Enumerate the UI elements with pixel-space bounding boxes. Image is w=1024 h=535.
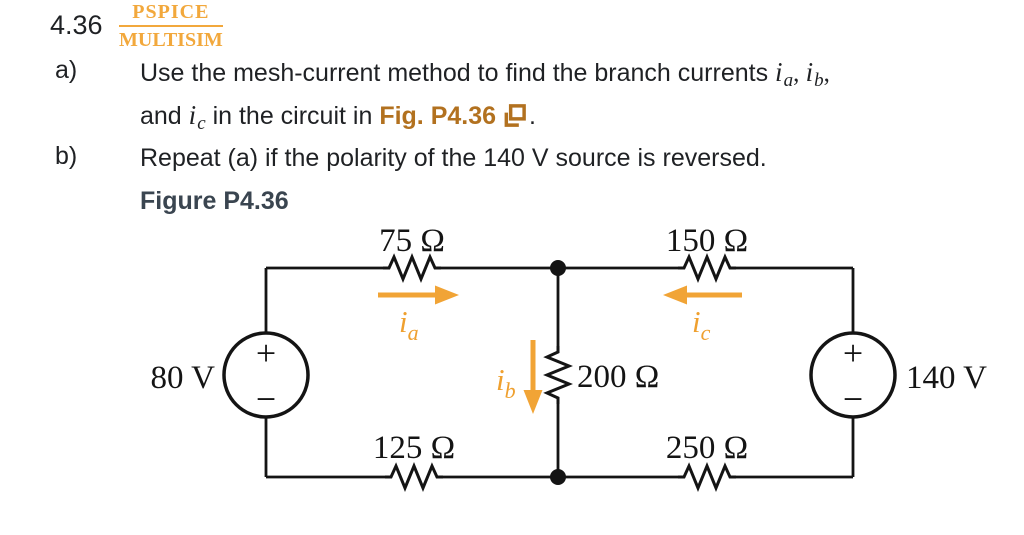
resistor-75-symbol: [383, 253, 441, 283]
resistor-150-symbol: [678, 253, 736, 283]
separator-comma: ,: [793, 60, 806, 87]
line1-end-comma: ,: [823, 60, 830, 87]
pspice-label: PSPICE: [119, 1, 223, 27]
multisim-label: MULTISIM: [119, 29, 223, 51]
part-a-text3: in the circuit in: [205, 102, 380, 130]
resistor-200-symbol: [543, 346, 573, 404]
resistor-125-symbol: [385, 462, 443, 492]
current-ic-arrowhead: [663, 285, 687, 305]
source-140v-circle: [809, 331, 897, 419]
current-ib-label: ib: [496, 362, 516, 403]
part-a-line1: Use the mesh-current method to find the …: [140, 56, 1020, 99]
current-ic-symbol: i: [188, 100, 197, 130]
current-ia-label: ia: [399, 304, 419, 345]
current-ia-subscript: a: [783, 70, 794, 91]
part-b-label: b): [55, 142, 78, 170]
resistor-200-label: 200 Ω: [577, 359, 659, 395]
problem-number: 4.36: [50, 10, 103, 40]
resistor-150-label: 150 Ω: [666, 223, 748, 259]
circuit-diagram: + − + − 75 Ω 150 Ω 200 Ω 125 Ω 250 Ω 80 …: [151, 223, 987, 492]
source-80v-minus: −: [256, 379, 276, 419]
part-a-period: .: [529, 102, 536, 130]
part-b-line: Repeat (a) if the polarity of the 140 V …: [140, 144, 767, 172]
source-140v-minus: −: [843, 379, 863, 419]
source-80v-label: 80 V: [151, 360, 216, 396]
ia-subscript: a: [408, 320, 419, 345]
resistor-250-label: 250 Ω: [666, 430, 748, 466]
figure-link[interactable]: Fig. P4.36: [379, 102, 497, 130]
source-140v-plus: +: [843, 333, 863, 373]
resistor-75-label: 75 Ω: [379, 223, 445, 259]
ic-symbol: i: [692, 304, 701, 339]
current-ib-arrowhead: [523, 390, 543, 414]
problem-text: Use the mesh-current method to find the …: [140, 56, 1020, 228]
junction-dot-top: [550, 260, 566, 276]
ia-symbol: i: [399, 304, 408, 339]
junction-dot-bottom: [550, 469, 566, 485]
part-a-line2: and ic in the circuit in Fig. P4.36.: [140, 99, 1020, 142]
pspice-multisim-badge: PSPICE MULTISIM: [119, 1, 223, 51]
resistor-125-label: 125 Ω: [373, 430, 455, 466]
current-ib-symbol: i: [805, 57, 814, 87]
part-a-text1: Use the mesh-current method to find the …: [140, 59, 776, 87]
ib-symbol: i: [496, 362, 505, 397]
ib-subscript: b: [505, 378, 516, 403]
current-ic-subscript: c: [197, 113, 206, 134]
resistor-250-symbol: [678, 462, 736, 492]
figure-title: Figure P4.36: [140, 187, 289, 215]
current-ic-label: ic: [692, 304, 711, 345]
current-ib-subscript: b: [814, 70, 824, 91]
current-ia-symbol: i: [775, 57, 783, 87]
part-a-label: a): [55, 56, 78, 84]
current-ia-arrowhead: [435, 285, 459, 305]
part-a-text2: and: [140, 102, 189, 130]
source-80v-circle: [222, 331, 310, 419]
source-80v-plus: +: [256, 333, 276, 373]
ic-subscript: c: [701, 320, 711, 345]
external-link-icon[interactable]: [502, 103, 527, 128]
source-140v-label: 140 V: [906, 360, 987, 396]
